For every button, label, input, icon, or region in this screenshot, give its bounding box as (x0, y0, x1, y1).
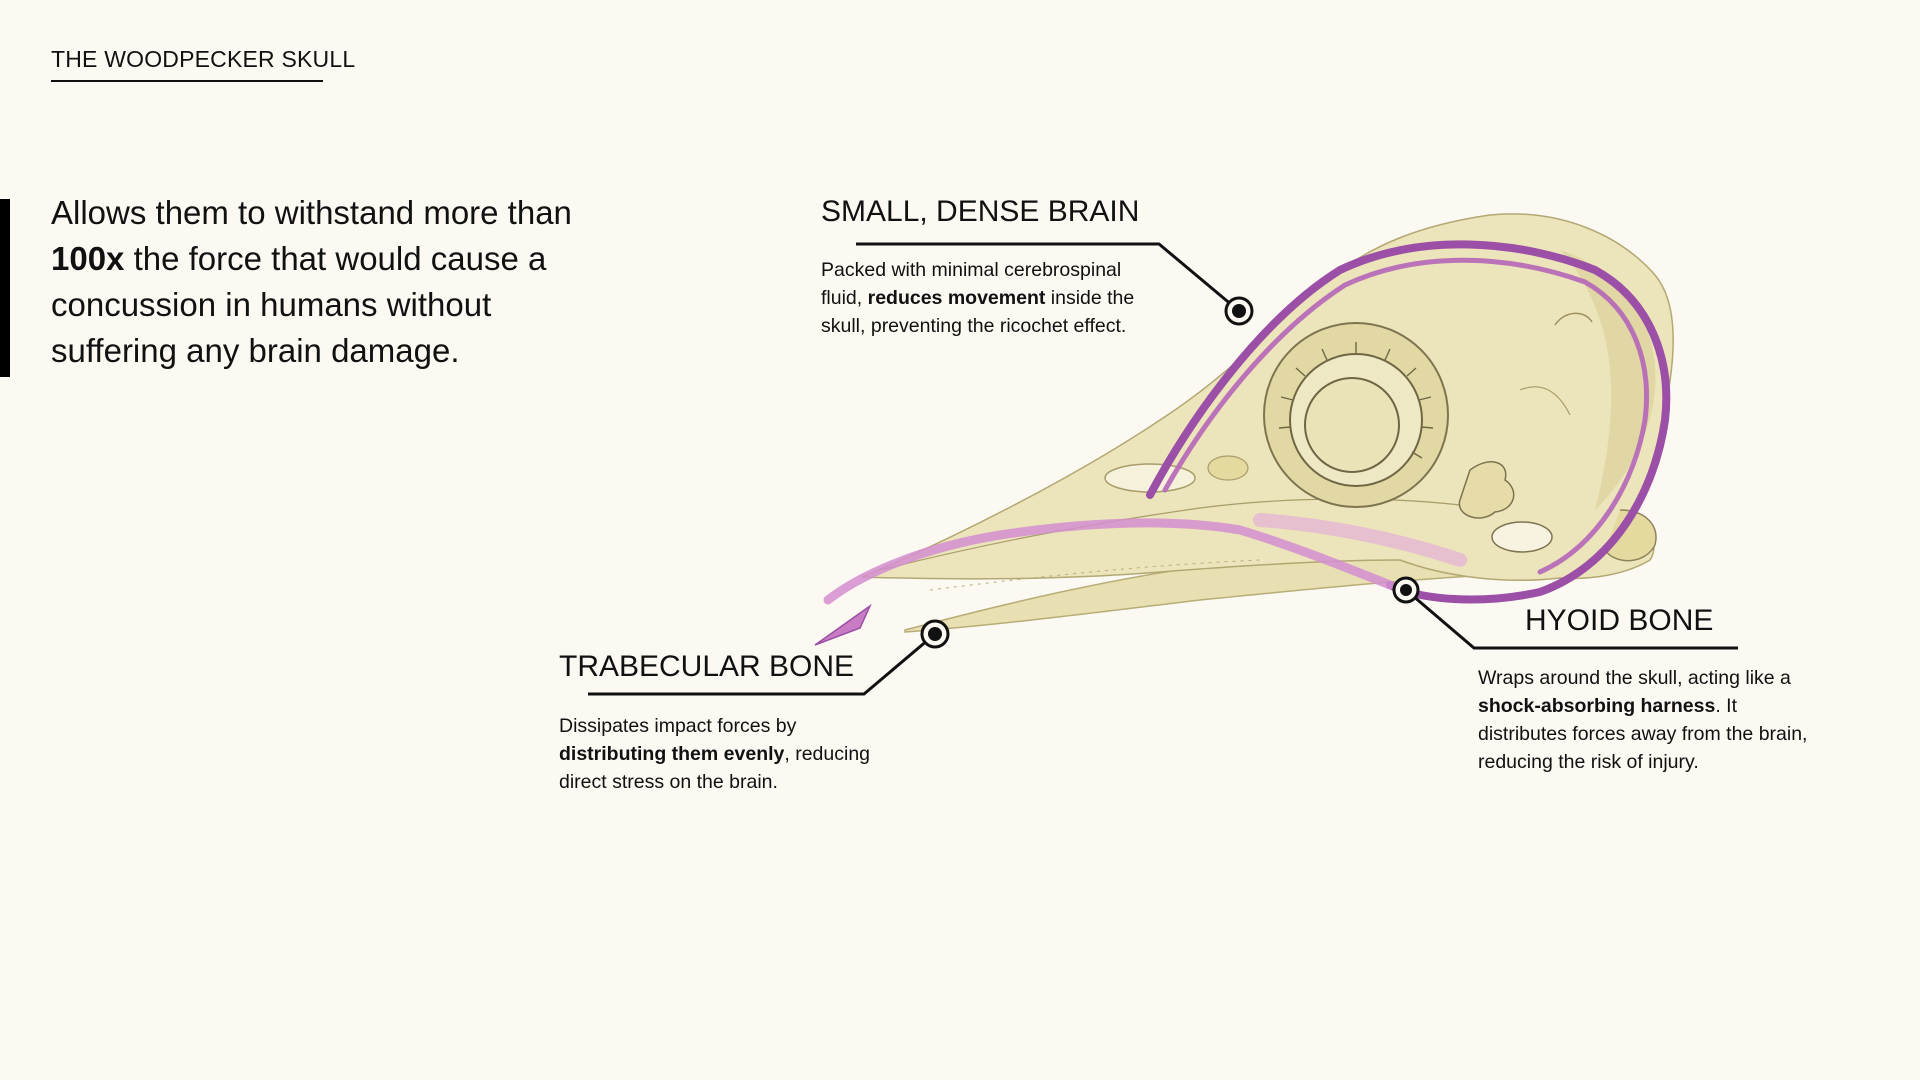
lead-text: Allows them to withstand more than (51, 194, 572, 231)
accent-bar (0, 199, 10, 377)
brain-heading: SMALL, DENSE BRAIN (821, 195, 1139, 229)
hyoid-tip-arrow (815, 606, 870, 645)
hyoid-description: Wraps around the skull, acting like a sh… (1478, 664, 1823, 776)
eye-ring-inner (1305, 378, 1399, 472)
title-underline (51, 80, 323, 82)
brain-marker-dot (1232, 304, 1246, 318)
page-title: THE WOODPECKER SKULL (51, 46, 355, 73)
lead-text: the force that would cause a concussion … (51, 240, 546, 369)
trabecular-description: Dissipates impact forces by distributing… (559, 712, 889, 796)
ear-opening (1492, 522, 1552, 552)
brain-description: Packed with minimal cerebrospinal fluid,… (821, 256, 1166, 340)
trabecular-marker-dot (928, 627, 942, 641)
nostril-opening (1208, 456, 1248, 480)
lead-statement: Allows them to withstand more than 100x … (51, 190, 611, 374)
trabecular-heading: TRABECULAR BONE (559, 650, 854, 684)
hyoid-heading: HYOID BONE (1525, 604, 1713, 638)
lead-emphasis: 100x (51, 240, 124, 277)
hyoid-marker-dot (1400, 584, 1412, 596)
